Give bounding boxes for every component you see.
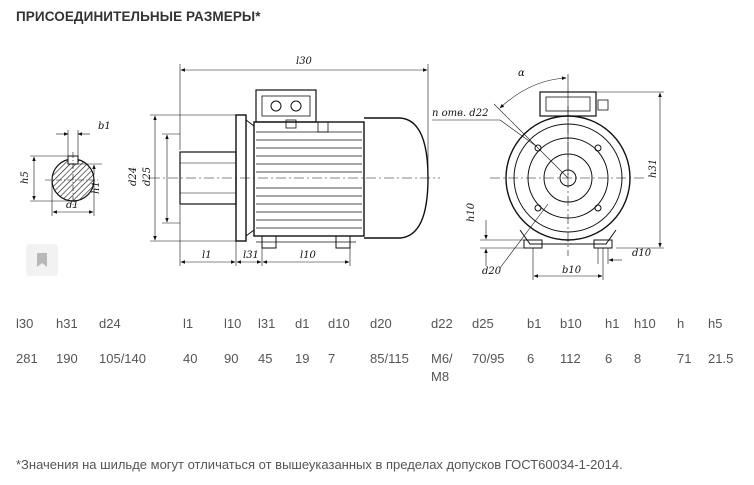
value-cell: 8 (634, 351, 642, 366)
value-cell: 105/140 (99, 351, 146, 366)
header-cell: l31 (258, 316, 276, 331)
label-h10: h10 (466, 202, 477, 222)
value-cell: 40 (183, 351, 198, 366)
label-l10: l10 (300, 250, 317, 261)
header-cell: b1 (527, 316, 542, 331)
header-cell: h (677, 316, 685, 331)
label-holes: n отв. d22 (432, 108, 488, 119)
header-cell: l30 (16, 316, 34, 331)
label-b1: b1 (98, 121, 111, 132)
value-cell: 45 (258, 351, 273, 366)
bookmark-icon (37, 253, 47, 267)
value-cell: 112 (560, 351, 581, 366)
value-cell: 281 (16, 351, 38, 366)
label-d10: d10 (632, 248, 652, 259)
value-cell: 19 (295, 351, 310, 366)
header-cell: h5 (708, 316, 723, 331)
label-d24: d24 (128, 167, 139, 186)
header-cell: b10 (560, 316, 582, 331)
header-cell: d10 (328, 316, 350, 331)
shaft-section-view: b1 h5 h1 d1 (20, 121, 111, 216)
value-cell: 71 (677, 351, 692, 366)
header-cell: l1 (183, 316, 194, 331)
table-row: 281 190 105/140 40 90 45 19 7 85/115 M6/… (16, 338, 748, 386)
header-cell: l10 (224, 316, 242, 331)
header-cell: h1 (605, 316, 620, 331)
label-b10: b10 (562, 265, 582, 276)
value-cell: 6 (527, 351, 535, 366)
label-l31: l31 (243, 250, 259, 261)
label-alpha: α (518, 68, 525, 79)
label-h31: h31 (648, 159, 659, 178)
header-cell: d24 (99, 316, 121, 331)
value-cell: 21.5 (708, 351, 734, 366)
page-title: ПРИСОЕДИНИТЕЛЬНЫЕ РАЗМЕРЫ* (16, 9, 261, 24)
label-d20: d20 (482, 266, 502, 277)
label-d25: d25 (142, 167, 153, 186)
header-cell: d22 (431, 316, 453, 331)
dimensions-table: l30 h31 d24 l1 l10 l31 d1 d10 d20 d22 d2… (16, 316, 748, 386)
value-cell: 6 (605, 351, 613, 366)
header-cell: h31 (56, 316, 78, 331)
label-l30: l30 (296, 56, 313, 67)
value-cell: 85/115 (370, 351, 409, 366)
header-cell: h10 (634, 316, 656, 331)
table-header-row: l30 h31 d24 l1 l10 l31 d1 d10 d20 d22 d2… (16, 316, 748, 338)
value-cell: 90 (224, 351, 239, 366)
motor-side-view (150, 89, 440, 249)
header-cell: d1 (295, 316, 310, 331)
footnote: *Значения на шильде могут отличаться от … (16, 457, 623, 472)
value-cell: 70/95 (472, 351, 505, 366)
header-cell: d20 (370, 316, 392, 331)
value-cell: 7 (328, 351, 336, 366)
label-h1: h1 (91, 181, 102, 194)
bookmark-button[interactable] (26, 244, 58, 276)
label-d1: d1 (66, 200, 79, 211)
value-cell: 190 (56, 351, 78, 366)
label-l1: l1 (202, 250, 212, 261)
header-cell: d25 (472, 316, 494, 331)
connection-dimensions-drawing: b1 h5 h1 d1 (20, 56, 664, 280)
value-cell: M6/ M8 (431, 351, 453, 384)
label-h5: h5 (20, 171, 31, 184)
